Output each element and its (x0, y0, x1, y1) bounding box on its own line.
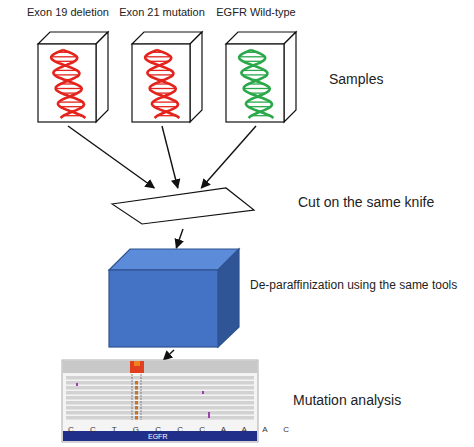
variant-base (135, 401, 138, 405)
box-side (96, 32, 108, 122)
guide-line (141, 374, 142, 420)
variant-base (135, 386, 138, 390)
helix-rung (244, 88, 270, 89)
flow-arrow (176, 229, 183, 248)
block-node: De-paraffinization using the same tools (108, 248, 240, 348)
sample-box (18, 26, 118, 124)
knife-shape (108, 182, 258, 227)
base-sequence: C C T G C C C A A A C (68, 425, 296, 434)
flow-arrow (201, 126, 256, 188)
guide-line (132, 374, 133, 420)
knife-node: Cut on the same knife (108, 182, 258, 227)
read-bar (66, 386, 254, 390)
read-bar (66, 396, 254, 400)
flow-arrow (162, 126, 178, 188)
variant-base (135, 411, 138, 415)
variant-base (135, 381, 138, 385)
helix-rung (55, 74, 79, 75)
coverage-track (63, 361, 257, 373)
step-label: Samples (329, 71, 383, 87)
coverage-peak (130, 361, 144, 373)
sample-label: EGFR Wild-type (196, 6, 316, 18)
helix-strand (239, 50, 272, 118)
helix-strand (51, 50, 84, 118)
helix-rung (149, 74, 173, 75)
sample-node: EGFR Wild-type (206, 6, 306, 124)
coverage-peak (134, 361, 140, 366)
box-side (284, 32, 296, 122)
read-bar (66, 411, 254, 415)
block-side (218, 249, 239, 347)
paraffin-block (108, 248, 240, 348)
helix-rung (239, 56, 265, 57)
helix-rung (150, 88, 176, 89)
read-bar (66, 376, 254, 380)
step-label: De-paraffinization using the same tools (250, 278, 457, 292)
step-label: Cut on the same knife (298, 194, 434, 210)
read-bar (66, 391, 254, 395)
block-front (109, 270, 218, 347)
helix-rung (153, 101, 177, 102)
box-side (190, 32, 202, 122)
sample-box (112, 26, 212, 124)
helix-rung (56, 88, 82, 89)
box-front (132, 44, 190, 122)
sample-node: Exon 19 deletion (18, 6, 118, 124)
box-front (38, 44, 96, 122)
read-bar (66, 416, 254, 420)
insertion-mark (202, 391, 204, 394)
helix-rung (59, 101, 83, 102)
flow-arrow (68, 126, 154, 188)
read-bar (66, 406, 254, 410)
read-bar (66, 381, 254, 385)
box-front (226, 44, 284, 122)
helix-rung (247, 101, 271, 102)
insertion-mark (208, 412, 210, 418)
helix-rung (51, 56, 77, 57)
block-top (109, 249, 239, 270)
variant-base (135, 391, 138, 395)
insertion-mark (76, 383, 78, 386)
helix-rung (145, 56, 171, 57)
sample-label: Exon 19 deletion (8, 6, 128, 18)
step-label: Mutation analysis (293, 392, 401, 408)
knife-blade (112, 188, 254, 224)
read-bar (66, 401, 254, 405)
variant-base (135, 406, 138, 410)
flow-arrow (164, 350, 175, 360)
helix-strand (145, 50, 178, 118)
variant-base (135, 396, 138, 400)
gene-name: EGFR (148, 433, 167, 440)
sample-label: Exon 21 mutation (102, 6, 222, 18)
helix-rung (243, 74, 267, 75)
variant-base (135, 416, 138, 420)
sample-box (206, 26, 306, 124)
sample-node: Exon 21 mutation (112, 6, 212, 124)
